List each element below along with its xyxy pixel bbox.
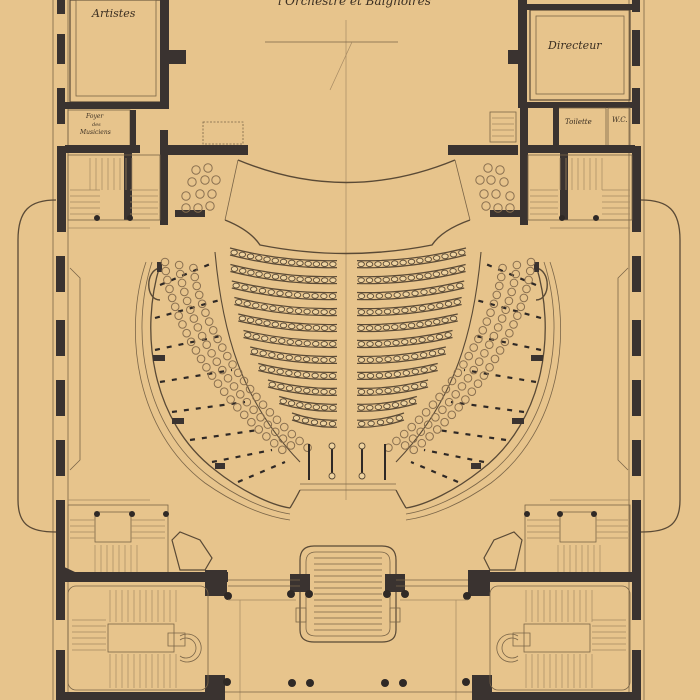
toilette-room — [520, 105, 635, 153]
right-pit-box-seats — [475, 163, 515, 213]
center-aisle-entries — [289, 442, 407, 509]
foyer-musiciens-room — [65, 109, 140, 153]
lower-left-upper-stair — [67, 504, 213, 576]
upper-right-stair — [527, 154, 633, 221]
central-entrance-stair — [225, 545, 472, 700]
lower-right-grand-stair — [489, 585, 631, 691]
left-box-seats — [160, 257, 312, 455]
upper-left-stair — [67, 154, 161, 221]
orchestra-stalls-right — [356, 247, 467, 428]
left-pit-box-seats — [181, 163, 221, 213]
artistes-room — [65, 0, 186, 109]
top-right-partitions — [448, 108, 568, 225]
left-corridor-bench — [69, 267, 81, 471]
lower-left-grand-stair — [67, 585, 209, 691]
orchestra-pit — [224, 159, 471, 255]
directeur-room — [508, 0, 632, 108]
right-box-seats — [384, 257, 536, 455]
outer-walls — [52, 0, 645, 700]
orchestra-stalls-left — [229, 247, 338, 428]
left-portico-outline — [17, 199, 57, 533]
top-left-partitions — [124, 130, 248, 225]
lower-walls — [60, 565, 637, 700]
right-corridor-bench — [617, 267, 629, 471]
cabinet — [202, 121, 244, 145]
right-portico-outline — [640, 199, 681, 533]
